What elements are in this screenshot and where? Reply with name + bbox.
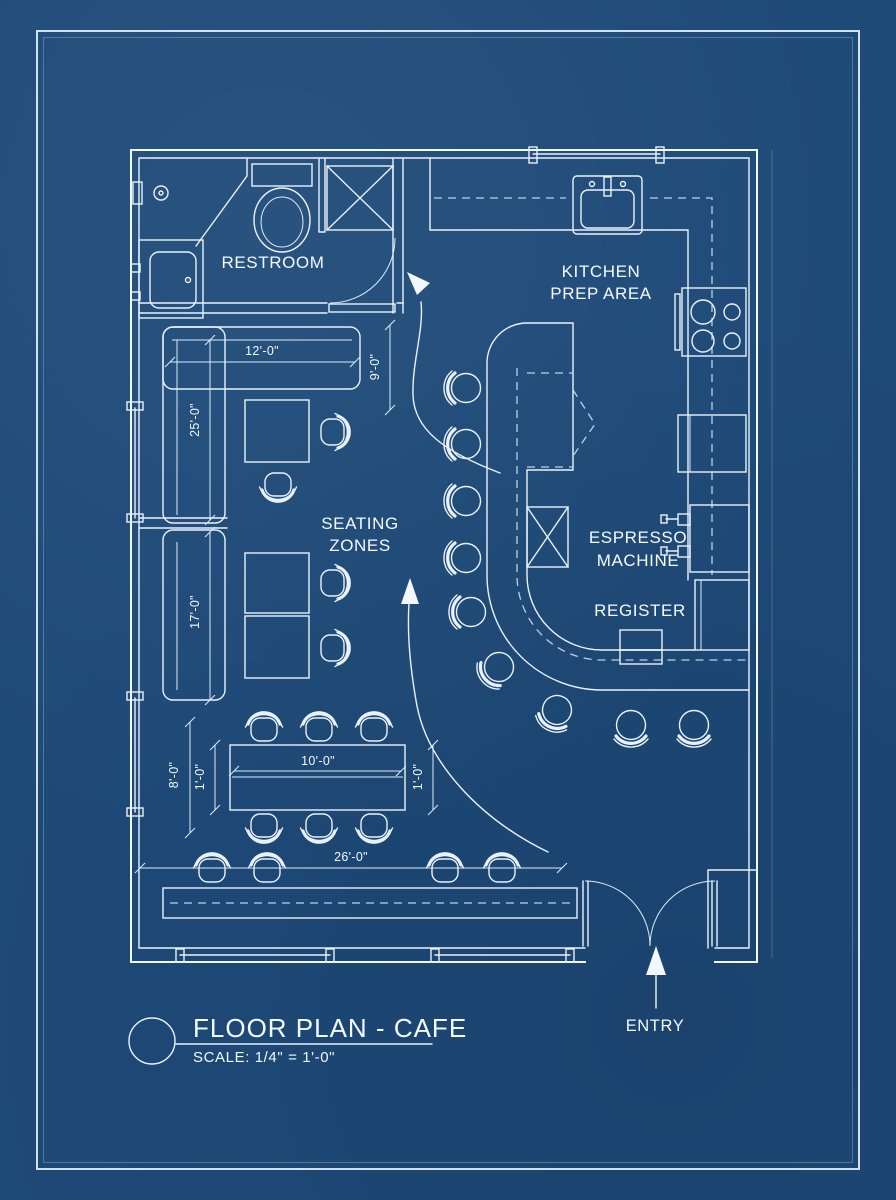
dim-top-bench: 12'-0" — [245, 344, 279, 358]
stool-icon — [442, 369, 483, 407]
cafe-table — [244, 552, 310, 614]
title-block: FLOOR PLAN - CAFE SCALE: 1/4" = 1'-0" — [128, 1013, 467, 1066]
dim-lower-banquette: 17'-0" — [188, 595, 202, 629]
restroom-partition — [392, 157, 404, 314]
entry-door-swing-right — [649, 880, 716, 947]
register-counter — [694, 579, 750, 651]
register-icon — [619, 629, 663, 665]
stool-icon — [469, 643, 523, 696]
dim-communal-depth: 8'-0" — [167, 762, 181, 788]
cafe-table — [244, 615, 310, 679]
kitchen-label-line2: PREP AREA — [550, 284, 652, 303]
seating-label-line1: SEATING — [321, 514, 399, 533]
chair-icon — [319, 411, 351, 453]
restroom-door — [328, 303, 396, 313]
seating-label-line2: ZONES — [329, 536, 391, 555]
flow-arrowhead-icon — [401, 578, 419, 604]
chair-icon — [353, 812, 395, 844]
privacy-wall — [195, 157, 248, 247]
sheet-border-outer — [36, 30, 860, 1170]
dim-room-width: 26'-0" — [334, 850, 368, 864]
restroom-label: RESTROOM — [221, 253, 324, 272]
entry-door-right — [711, 880, 718, 947]
chair-icon — [243, 812, 285, 844]
dim-communal-table: 10'-0" — [301, 754, 335, 768]
entry-label: ENTRY — [626, 1017, 685, 1035]
dim-upper-banquette: 25'-0" — [188, 403, 202, 437]
chair-icon — [319, 627, 351, 669]
dimension-strings: 12'-0" 9'-0" 25'-0" 17'-0" 8'-0" 1'-0" — [134, 319, 568, 874]
entry-door-swing-left — [584, 880, 651, 947]
flow-arrowhead-icon — [407, 272, 430, 295]
window-bench — [162, 887, 578, 919]
banquette-upper — [162, 326, 361, 524]
refrigerator-icon — [677, 414, 747, 473]
dim-communal-offset-right: 1'-0" — [411, 764, 425, 790]
entry-arrow-icon — [646, 946, 666, 1009]
seating-zones: SEATING ZONES — [162, 326, 578, 919]
counter-equipment-box-icon — [526, 506, 569, 568]
chair-icon — [243, 711, 285, 743]
vanity-sink-icon — [130, 239, 204, 319]
title-bubble-icon — [128, 1017, 176, 1065]
chair-icon — [298, 812, 340, 844]
stool-icon — [675, 708, 713, 749]
chair-icon — [319, 562, 351, 604]
stool-icon — [442, 482, 483, 520]
chair-icon — [353, 711, 395, 743]
register-label: REGISTER — [594, 601, 686, 620]
restroom: RESTROOM — [130, 157, 404, 319]
communal-table — [229, 744, 406, 811]
stool-icon — [530, 688, 581, 739]
toilet-icon — [251, 163, 313, 253]
chair-icon — [298, 711, 340, 743]
kitchen-sink-icon — [572, 175, 643, 235]
flow-arrow-to-restroom — [412, 301, 501, 474]
banquette-lower — [162, 529, 226, 701]
stool-icon — [442, 539, 483, 577]
dim-restroom-depth: 9'-0" — [368, 354, 382, 380]
kitchen-counter — [429, 157, 689, 581]
sheet-border-inner — [43, 37, 853, 1163]
service-counter — [442, 322, 750, 749]
dim-communal-offset-left: 1'-0" — [193, 764, 207, 790]
wall-dispenser-icon — [132, 181, 169, 205]
storage-box-icon — [326, 165, 394, 231]
stool-icon — [447, 593, 488, 631]
espresso-label-line2: MACHINE — [597, 551, 680, 570]
espresso-machine-icon — [660, 504, 750, 573]
circulation-arrows — [401, 272, 549, 853]
espresso-label-line1: ESPRESSO — [589, 528, 687, 547]
cafe-table — [244, 399, 310, 463]
stove-icon — [674, 287, 747, 357]
chair-icon — [257, 471, 299, 503]
kitchen-label-line1: KITCHEN — [562, 262, 641, 281]
entry: ENTRY — [582, 880, 718, 1035]
sheet-scale: SCALE: 1/4" = 1'-0" — [193, 1049, 335, 1066]
pastry-case-icon — [572, 389, 596, 457]
sheet-title: FLOOR PLAN - CAFE — [193, 1013, 467, 1043]
flow-arrow-to-seating — [407, 602, 549, 853]
stool-icon — [612, 708, 650, 749]
entry-door-left — [582, 880, 589, 947]
kitchen-prep-area: KITCHEN PREP AREA ESPRESSO MACHINE REGIS… — [429, 157, 750, 665]
restroom-door-swing — [329, 237, 396, 304]
